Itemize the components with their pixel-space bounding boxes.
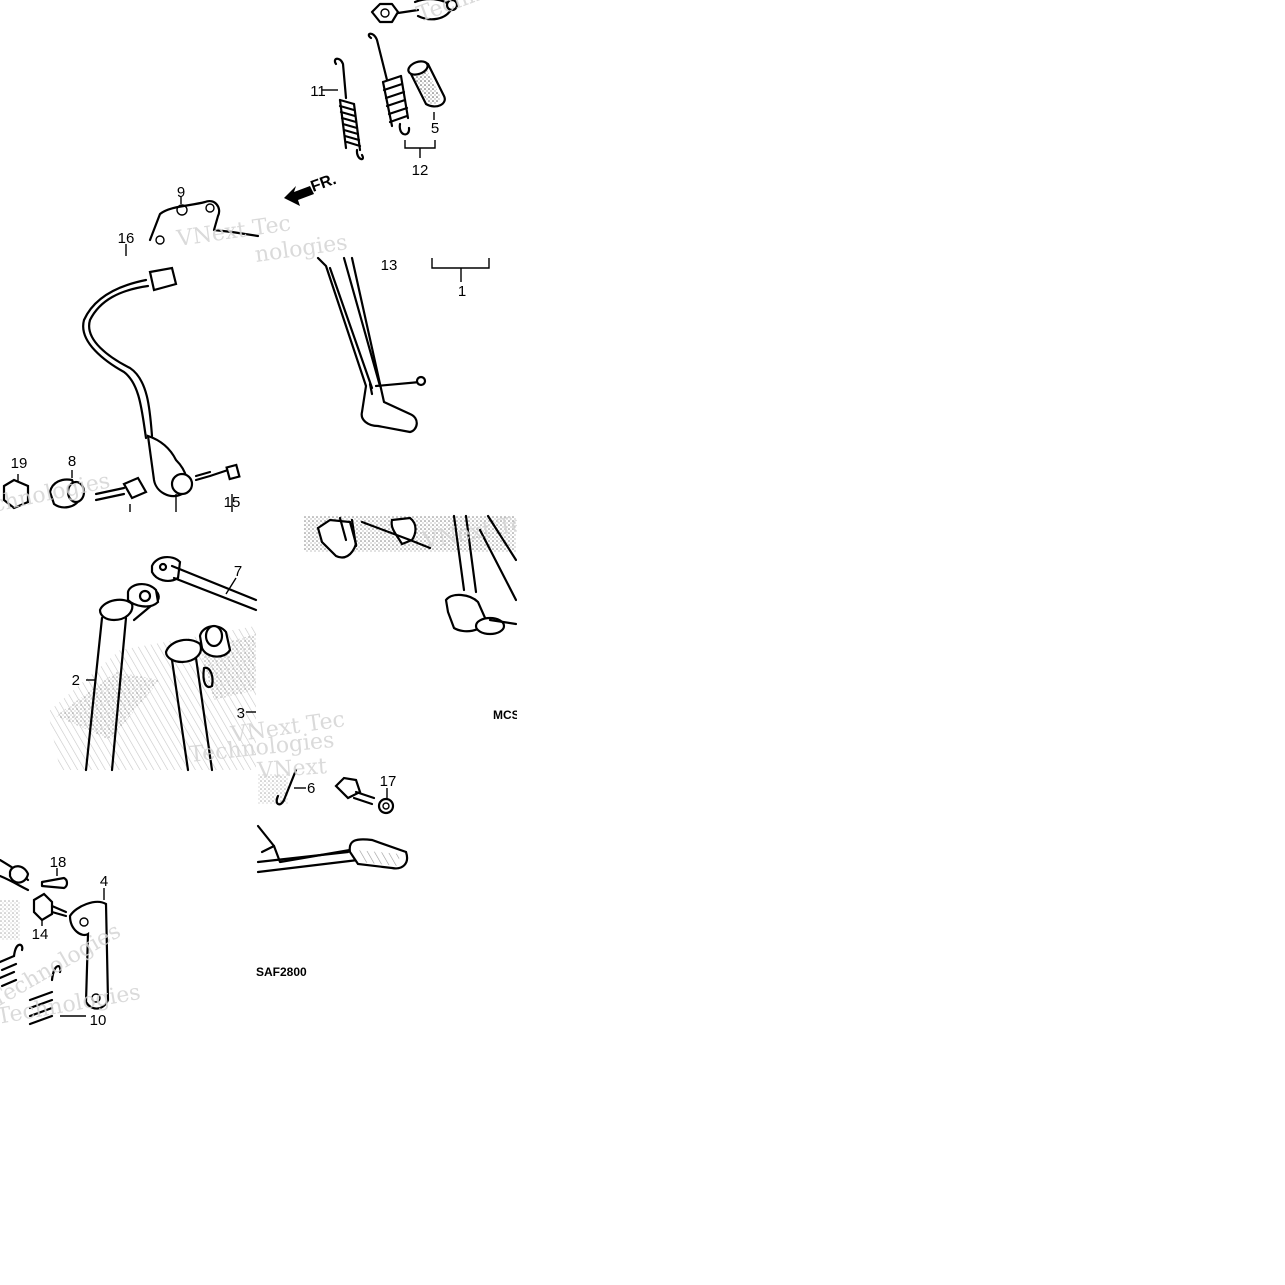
tile-pedal-springs: Technologies Technologies [0,858,142,1030]
callout-7: 7 [234,563,242,580]
brake-pedal [256,824,409,874]
callout-19: 19 [11,455,28,472]
callout-1: 1 [458,283,466,300]
callout-16: 16 [118,230,135,247]
callout-6: 6 [307,780,315,797]
callout-8: 8 [68,453,76,470]
spring-12 [367,32,411,136]
side-stand-switch-16 [82,244,194,512]
collar-5 [407,60,446,108]
callout-2: 2 [72,672,80,689]
callout-4: 4 [100,873,108,890]
bolt-14 [32,892,68,926]
front-direction-label: FR. [309,171,339,196]
bushing-3 [198,624,232,689]
callout-labels: 1 2 3 4 5 6 7 8 9 10 11 12 13 14 15 16 1… [11,83,467,1029]
plate-4 [68,888,110,1010]
tile-side-stand [316,256,490,434]
side-stand-13 [316,256,427,434]
callout-15: 15 [224,494,241,511]
bolt-15 [194,463,241,512]
bolt-8 [48,470,148,512]
callout-18: 18 [50,854,67,871]
spring-11 [333,57,364,161]
tile-frame-detail: VNext Tec [304,509,538,636]
spring-6 [275,768,306,806]
pivot-shaft-7 [150,556,258,612]
callout-12: 12 [412,162,429,179]
tile-brake-pedal: VNext [256,754,409,874]
watermark: chnologies [0,469,112,518]
bolt-17 [334,776,395,815]
diagram-code-saf: SAF2800 [256,965,307,979]
tile-stand-switch: VNext Tec nologies chnologies [0,196,349,518]
blank-area [517,0,1285,1285]
callout-5: 5 [431,120,439,137]
tile-main-stand: Technologies VNext Tec [48,556,346,772]
front-arrow-icon: FR. [284,171,339,206]
callout-10: 10 [90,1012,107,1029]
stand-bracket-9 [148,196,260,245]
callout-3: 3 [237,705,245,722]
main-stand-2 [84,583,214,772]
nut-19 [2,474,30,510]
flange-nut-top [370,0,459,24]
cotter-pin-18 [40,868,69,890]
callout-9: 9 [177,184,185,201]
callout-17: 17 [380,773,397,790]
spring-10 [0,943,86,1026]
diagram-code-mcs: MCS [493,708,520,722]
blank-area-bottom [0,1030,517,1285]
callout-14: 14 [32,926,49,943]
watermark: VNext [256,754,328,784]
callout-13: 13 [381,257,398,274]
callout-11: 11 [310,83,326,100]
